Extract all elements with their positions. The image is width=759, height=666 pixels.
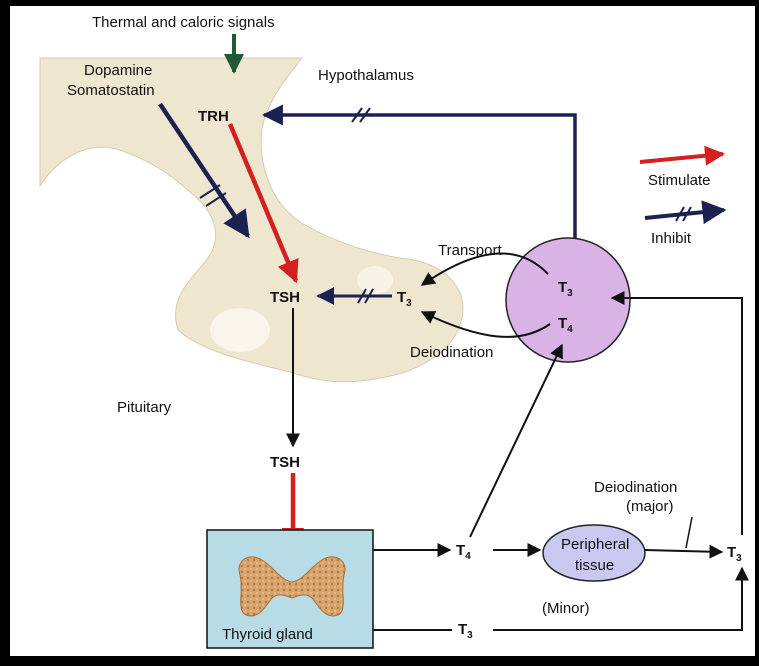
cell-nucleus-circle <box>506 238 630 362</box>
highlight-spot <box>210 308 270 352</box>
hypothalamus-label: Hypothalamus <box>318 67 414 84</box>
legend-stimulate-label: Stimulate <box>648 172 711 189</box>
highlight-spot <box>357 266 393 294</box>
major-label: (major) <box>626 498 674 515</box>
somatostatin-label: Somatostatin <box>67 82 155 99</box>
peripheral-label-line1: Peripheral <box>561 536 629 553</box>
peripheral-label-line2: tissue <box>575 557 614 574</box>
thermal-signals-label: Thermal and caloric signals <box>92 14 275 31</box>
trh-label: TRH <box>198 108 229 125</box>
tsh-pituitary-label: TSH <box>270 289 300 306</box>
transport-label: Transport <box>438 242 502 259</box>
tsh-blood-label: TSH <box>270 454 300 471</box>
pituitary-label: Pituitary <box>117 399 172 416</box>
dopamine-label: Dopamine <box>84 62 152 79</box>
thyroid-gland-label: Thyroid gland <box>222 626 313 643</box>
deiodination-label: Deiodination <box>410 344 493 361</box>
deiodination-major-label: Deiodination <box>594 479 677 496</box>
minor-label: (Minor) <box>542 600 590 617</box>
legend-inhibit-label: Inhibit <box>651 230 692 247</box>
